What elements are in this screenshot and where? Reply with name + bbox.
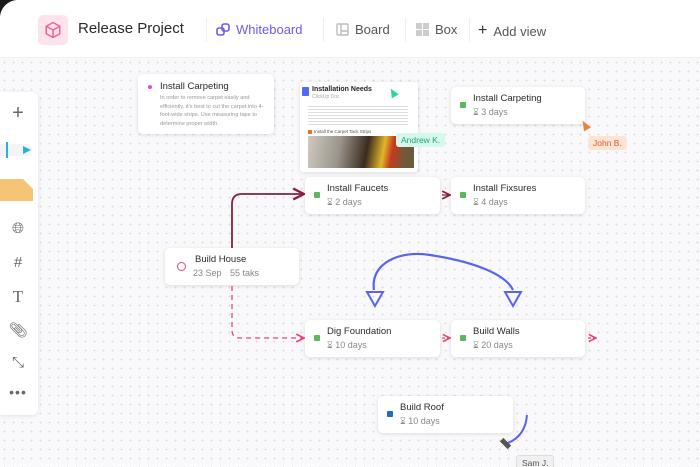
connectors — [231, 58, 700, 444]
globe-icon[interactable]: 🌐︎ — [11, 220, 24, 237]
card-build-walls[interactable]: Build Walls ⏳︎ 20 days — [451, 320, 585, 357]
card-duration: ⏳︎ 4 days — [473, 197, 508, 208]
connector-icon[interactable]: ⤡ — [11, 354, 24, 371]
card-title: Build Walls — [473, 326, 520, 337]
cursor-label-sam: Sam J. — [516, 455, 555, 467]
add-view-button[interactable]: + Add view — [478, 22, 546, 40]
duration-text: 10 days — [408, 416, 440, 426]
hourglass-icon: ⏳︎ — [327, 340, 336, 350]
sticky-note-icon[interactable] — [0, 179, 33, 201]
connector-house-foundation — [231, 286, 304, 338]
note-card[interactable]: Install Carpeting In order to remove car… — [138, 74, 274, 134]
card-duration: ⏳︎ 2 days — [327, 197, 362, 208]
tab-label: Box — [435, 22, 458, 37]
status-square — [387, 411, 393, 417]
status-square — [460, 192, 466, 198]
duration-text: 2 days — [335, 197, 362, 207]
circle-status-icon — [177, 262, 186, 271]
duration-text: 10 days — [335, 340, 367, 350]
card-install-fixsures[interactable]: Install Fixsures ⏳︎ 4 days — [451, 177, 585, 214]
whiteboard-toolbar: + 🌐︎ # T 📎︎ ⤡ ••• — [0, 92, 38, 415]
duration-text: 3 days — [481, 107, 508, 117]
cursor-label-andrew: Andrew K. — [396, 133, 446, 147]
arrowhead-right — [503, 291, 523, 309]
card-install-carpeting[interactable]: Install Carpeting ⏳︎ 3 days — [451, 87, 585, 124]
plus-icon: + — [478, 22, 488, 39]
card-build-house[interactable]: Build House 23 Sep 55 taks — [165, 248, 299, 285]
doc-subtitle: ClickUp Doc — [312, 94, 340, 100]
bullet-icon — [148, 85, 152, 89]
status-square — [460, 102, 466, 108]
hourglass-icon: ⏳︎ — [473, 107, 482, 117]
card-title: Dig Foundation — [327, 326, 392, 337]
plus-icon[interactable]: + — [12, 102, 24, 124]
doc-card[interactable]: Installation Needs ClickUp Doc Install t… — [300, 82, 418, 172]
card-duration: ⏳︎ 20 days — [473, 340, 513, 351]
note-body: In order to remove carpet easily and eff… — [160, 95, 264, 127]
status-square — [314, 192, 320, 198]
hourglass-icon: ⏳︎ — [473, 340, 482, 350]
page-title: Release Project — [78, 20, 184, 37]
note-title: Install Carpeting — [160, 81, 229, 92]
cube-icon — [45, 21, 61, 39]
header: Release Project Whiteboard Board Box + A… — [0, 0, 700, 58]
board-icon — [336, 23, 349, 36]
card-title: Install Carpeting — [473, 93, 542, 104]
card-title: Build House — [195, 254, 247, 265]
hourglass-icon: ⏳︎ — [400, 416, 409, 426]
text-icon[interactable]: T — [12, 287, 24, 306]
cursor-label-john: John B. — [588, 136, 627, 150]
whiteboard-canvas[interactable]: Install Carpeting In order to remove car… — [0, 58, 700, 467]
arrowhead-left — [365, 291, 385, 309]
project-logo — [38, 15, 68, 45]
status-square — [314, 335, 320, 341]
duration-text: 4 days — [481, 197, 508, 207]
hourglass-icon: ⏳︎ — [327, 197, 336, 207]
more-icon[interactable]: ••• — [9, 384, 27, 400]
card-title: Install Faucets — [327, 183, 389, 194]
card-title: Install Fixsures — [473, 183, 537, 194]
card-duration: ⏳︎ 10 days — [327, 340, 367, 351]
hash-icon[interactable]: # — [13, 254, 23, 271]
tab-whiteboard[interactable]: Whiteboard — [216, 22, 302, 37]
card-task-count: 55 taks — [230, 268, 260, 278]
divider — [323, 18, 324, 42]
doc-icon — [302, 87, 309, 96]
divider — [469, 18, 470, 42]
card-duration: ⏳︎ 3 days — [473, 107, 508, 118]
doc-text-lines — [308, 104, 408, 126]
duration-text: 20 days — [481, 340, 513, 350]
pen-icon[interactable] — [0, 142, 32, 158]
divider — [405, 18, 406, 42]
status-square — [460, 335, 466, 341]
hourglass-icon: ⏳︎ — [473, 197, 482, 207]
card-install-faucets[interactable]: Install Faucets ⏳︎ 2 days — [305, 177, 440, 214]
doc-title: Installation Needs — [312, 86, 372, 93]
tab-board[interactable]: Board — [336, 22, 390, 37]
doc-section: Install the Carpet Tack Strips — [314, 129, 372, 134]
drawn-roof-stroke — [507, 414, 528, 444]
divider — [206, 18, 207, 42]
attachment-icon[interactable]: 📎︎ — [8, 322, 28, 339]
card-dig-foundation[interactable]: Dig Foundation ⏳︎ 10 days — [305, 320, 440, 357]
tab-label: Add view — [493, 23, 547, 39]
card-build-roof[interactable]: Build Roof ⏳︎ 10 days — [378, 396, 513, 433]
tab-label: Board — [355, 22, 390, 37]
section-icon — [308, 130, 312, 134]
tab-box[interactable]: Box — [416, 22, 457, 37]
card-duration: ⏳︎ 10 days — [400, 416, 440, 427]
tab-label: Whiteboard — [236, 22, 303, 37]
whiteboard-icon — [216, 22, 230, 36]
drawn-curve-arrow — [372, 252, 514, 291]
card-title: Build Roof — [400, 402, 444, 413]
connector-house-faucets — [231, 194, 304, 248]
card-date: 23 Sep — [193, 268, 222, 278]
box-icon — [416, 23, 429, 36]
